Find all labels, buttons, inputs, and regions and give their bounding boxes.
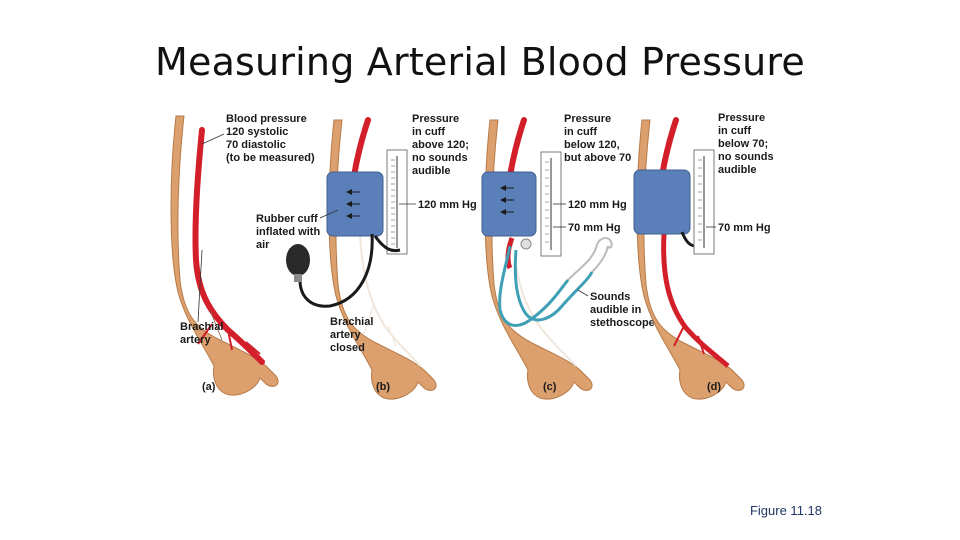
panel-a-text-2: 120 systolic: [226, 126, 288, 138]
stethoscope: [498, 237, 613, 327]
panel-a-label: (a): [202, 381, 216, 393]
panel-b-text-4: no sounds: [412, 152, 468, 164]
panel-c-bottom-2: audible in: [590, 304, 642, 316]
panel-c-text-4: but above 70: [564, 152, 631, 164]
panel-b-text-3: above 120;: [412, 139, 469, 151]
arm-d: [636, 117, 745, 400]
panel-b-gauge-text: 120 mm Hg: [418, 199, 477, 211]
panel-c-text-2: in cuff: [564, 126, 597, 138]
panel-d-text-5: audible: [718, 164, 757, 176]
panel-b-label: (b): [376, 381, 390, 393]
panel-b: 120 mm Hg Rubber cuff inflated with air …: [256, 113, 477, 400]
panel-b-bottom-2: artery: [330, 329, 361, 341]
panel-b-bottom-1: Brachial: [330, 316, 373, 328]
panel-a-bottom-1: Brachial: [180, 321, 223, 333]
panel-a-text-4: (to be measured): [226, 152, 315, 164]
panel-a-text-1: Blood pressure: [226, 113, 307, 125]
panel-c-bottom-1: Sounds: [590, 291, 630, 303]
panel-d-text-3: below 70;: [718, 138, 768, 150]
panel-b-bottom-3: closed: [330, 342, 365, 354]
figure-caption: Figure 11.18: [749, 503, 822, 518]
panel-c-text-1: Pressure: [564, 113, 611, 125]
panel-b-cuff-3: air: [256, 239, 270, 251]
panel-a-bottom-2: artery: [180, 334, 211, 346]
panel-d-gauge-text: 70 mm Hg: [718, 222, 771, 234]
figure-svg: Blood pressure 120 systolic 70 diastolic…: [170, 112, 774, 400]
panel-c-bottom-3: stethoscope: [590, 317, 655, 329]
panel-a: Blood pressure 120 systolic 70 diastolic…: [170, 113, 315, 396]
panel-d-label: (d): [707, 381, 721, 393]
panel-c-label: (c): [543, 381, 557, 393]
panel-c-text-3: below 120,: [564, 139, 620, 151]
cuff-c: [481, 171, 537, 237]
blood-pressure-figure: Blood pressure 120 systolic 70 diastolic…: [160, 100, 800, 400]
page-title: Measuring Arterial Blood Pressure: [155, 40, 805, 84]
panel-d: 70 mm Hg Pressure in cuff below 70; no s…: [633, 112, 774, 400]
panel-a-text-3: 70 diastolic: [226, 139, 286, 151]
panel-c-gauge-text-1: 120 mm Hg: [568, 199, 627, 211]
arm-b: [328, 117, 437, 400]
panel-c-gauge-text-2: 70 mm Hg: [568, 222, 621, 234]
cuff-d: [633, 169, 691, 235]
arm-a: [170, 115, 279, 396]
panel-b-cuff-2: inflated with: [256, 226, 320, 238]
panel-d-text-1: Pressure: [718, 112, 765, 124]
panel-d-text-4: no sounds: [718, 151, 774, 163]
panel-b-cuff-1: Rubber cuff: [256, 213, 318, 225]
panel-b-text-1: Pressure: [412, 113, 459, 125]
panel-b-text-2: in cuff: [412, 126, 445, 138]
panel-b-text-5: audible: [412, 165, 451, 177]
panel-c: 120 mm Hg 70 mm Hg Sounds audible in ste…: [481, 113, 655, 400]
panel-d-text-2: in cuff: [718, 125, 751, 137]
bulb-b: [286, 244, 310, 276]
